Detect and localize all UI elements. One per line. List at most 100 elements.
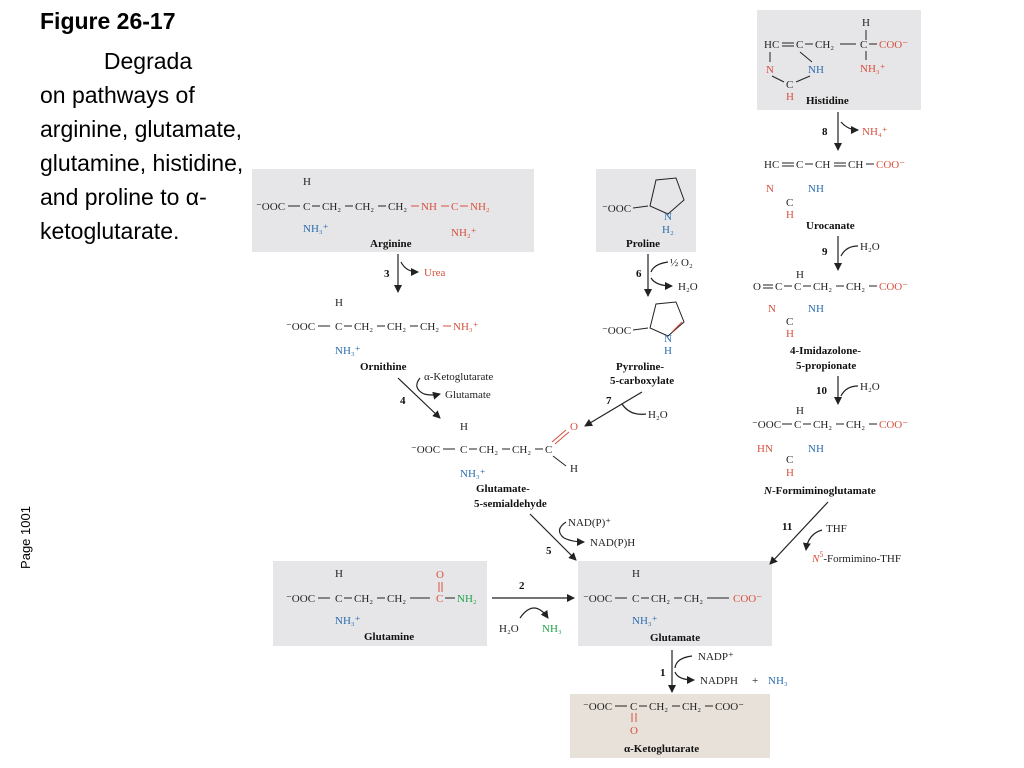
imidazolone-label-1: 4-Imidazolone-: [790, 345, 861, 357]
nadph-1: NADPH: [700, 675, 738, 687]
svg-text:NH₂⁺: NH₂⁺: [451, 227, 477, 239]
step-2: 2: [519, 580, 525, 592]
svg-text:H: H: [786, 467, 794, 479]
step-8: 8: [822, 126, 828, 138]
svg-text:C: C: [460, 444, 467, 456]
svg-text:NH₃⁺: NH₃⁺: [335, 615, 361, 627]
svg-text:N: N: [664, 333, 672, 345]
svg-text:CH₂: CH₂: [813, 419, 832, 431]
svg-text:H: H: [664, 345, 672, 357]
svg-text:H: H: [862, 17, 870, 29]
urocanate-structure: HC C CH CH COO⁻ N NH C H Urocanate: [764, 159, 905, 232]
h2o-7: H₂O: [648, 409, 668, 421]
svg-text:COO⁻: COO⁻: [876, 159, 905, 171]
svg-text:CH₂: CH₂: [388, 201, 407, 213]
h2o-6: H₂O: [678, 281, 698, 293]
svg-text:H: H: [786, 91, 794, 103]
n5-sup: 5: [819, 550, 823, 559]
step-9: 9: [822, 246, 828, 258]
arginine-structure: H ⁻OOC C CH₂ CH₂ CH₂ NH C NH₂ NH₃⁺ NH₂⁺ …: [256, 176, 490, 250]
urea-product: Urea: [424, 267, 445, 279]
svg-text:CH₂: CH₂: [815, 39, 834, 51]
svg-text:HC: HC: [764, 159, 779, 171]
svg-text:CH₂: CH₂: [387, 593, 406, 605]
svg-text:C: C: [786, 454, 793, 466]
svg-text:⁻OOC: ⁻OOC: [583, 701, 612, 713]
pyrroline-label-2: 5-carboxylate: [610, 375, 674, 387]
svg-text:N: N: [768, 303, 776, 315]
nadp-1: NADP⁺: [698, 651, 734, 663]
half-o2: ½ O₂: [670, 257, 693, 269]
svg-text:NH₂: NH₂: [470, 201, 490, 213]
svg-text:H: H: [786, 328, 794, 340]
svg-text:C: C: [786, 197, 793, 209]
proline-structure: ⁻OOC N H₂ Proline: [602, 177, 685, 250]
svg-text:NH: NH: [421, 201, 437, 213]
figure-caption: Degrada on pathways of arginine, glutama…: [40, 48, 244, 244]
svg-text:C: C: [335, 593, 342, 605]
histidine-label: Histidine: [806, 95, 849, 107]
svg-text:CH₂: CH₂: [355, 201, 374, 213]
svg-text:NH: NH: [808, 183, 824, 195]
step-10: 10: [816, 385, 828, 397]
svg-text:O: O: [753, 281, 761, 293]
svg-text:NH₂: NH₂: [457, 593, 477, 605]
svg-text:CH₂: CH₂: [479, 444, 498, 456]
nadp-in-5: NAD(P)⁺: [568, 517, 611, 529]
formiminoglutamate-label: -Formiminoglutamate: [772, 485, 876, 497]
h2o-2: H₂O: [499, 623, 519, 635]
svg-text:⁻OOC: ⁻OOC: [411, 444, 440, 456]
n5-n: N: [811, 553, 820, 565]
svg-text:CH₂: CH₂: [512, 444, 531, 456]
svg-text:N: N: [766, 183, 774, 195]
step-3: 3: [384, 268, 390, 280]
pyrroline-structure: ⁻OOC N H Pyrroline- 5-carboxylate: [602, 301, 685, 387]
svg-text:H: H: [303, 176, 311, 188]
glutamate-structure: H ⁻OOC C CH₂ CH₂ COO⁻ NH₃⁺ Glutamate: [583, 568, 762, 644]
svg-text:CH: CH: [815, 159, 830, 171]
plus-sign: +: [752, 675, 758, 687]
step-6: 6: [636, 268, 642, 280]
akg-in-4: α-Ketoglutarate: [424, 371, 493, 383]
svg-text:C: C: [794, 419, 801, 431]
arginine-box: [252, 169, 534, 252]
svg-text:C: C: [335, 321, 342, 333]
nh4-product: NH₄⁺: [862, 126, 888, 138]
svg-text:O: O: [570, 421, 578, 433]
ornithine-label: Ornithine: [360, 361, 407, 373]
svg-text:C: C: [630, 701, 637, 713]
svg-text:⁻OOC: ⁻OOC: [583, 593, 612, 605]
svg-text:⁻OOC: ⁻OOC: [602, 203, 631, 215]
svg-text:H: H: [335, 568, 343, 580]
h2o-9: H₂O: [860, 241, 880, 253]
arginine-label: Arginine: [370, 238, 412, 250]
pyrroline-label-1: Pyrroline-: [616, 361, 664, 373]
nh3-2: NH₃: [542, 623, 562, 635]
semialdehyde-label-1: Glutamate-: [476, 483, 530, 495]
semialdehyde-structure: H ⁻OOC C CH₂ CH₂ C O H NH₃⁺ Glutamate- 5…: [411, 421, 578, 510]
glutamate-out-4: Glutamate: [445, 389, 491, 401]
akg-box: [570, 694, 770, 758]
svg-text:C: C: [786, 316, 793, 328]
thf-in: THF: [826, 523, 847, 535]
glutamine-box: [273, 561, 487, 646]
akg-structure: ⁻OOC C CH₂ CH₂ COO⁻ O α-Ketoglutarate: [583, 701, 744, 755]
svg-text:H: H: [786, 209, 794, 221]
svg-text:NH: NH: [808, 64, 824, 76]
svg-text:H: H: [796, 405, 804, 417]
semialdehyde-label-2: 5-semialdehyde: [474, 498, 547, 510]
svg-text:CH₂: CH₂: [354, 593, 373, 605]
imidazolone-structure: H O C C CH₂ CH₂ COO⁻ N NH C H 4-Imidazol…: [753, 269, 908, 372]
svg-text:COO⁻: COO⁻: [879, 39, 908, 51]
svg-text:H₂: H₂: [662, 224, 674, 236]
glutamate-label: Glutamate: [650, 632, 700, 644]
urocanate-label: Urocanate: [806, 220, 855, 232]
svg-text:C: C: [451, 201, 458, 213]
svg-text:CH₂: CH₂: [322, 201, 341, 213]
svg-text:C: C: [796, 159, 803, 171]
svg-text:NH₃⁺: NH₃⁺: [460, 468, 486, 480]
svg-text:⁻OOC: ⁻OOC: [752, 419, 781, 431]
svg-text:N: N: [664, 211, 672, 223]
svg-text:N5-Formimino-THF: N5-Formimino-THF: [811, 550, 901, 565]
